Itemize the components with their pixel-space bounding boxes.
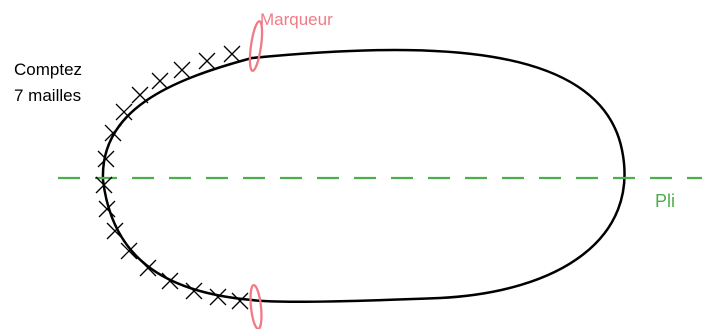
count-label-line2: 7 mailles: [14, 86, 82, 105]
stitch: [223, 45, 241, 63]
stitch: [131, 86, 149, 104]
stitch-marker-top: [248, 20, 264, 72]
stitch: [231, 292, 249, 310]
stitch: [209, 288, 227, 306]
stitch: [139, 259, 157, 277]
stitch: [98, 200, 116, 218]
stitch-marker-bottom: [249, 283, 263, 329]
stitch: [185, 282, 203, 300]
stitch: [104, 124, 122, 142]
fold-label: Pli: [655, 191, 676, 211]
stitch: [97, 150, 115, 168]
stitch-count-label: Comptez 7 mailles: [14, 57, 82, 109]
stitches-lower: [98, 200, 249, 310]
stitch: [151, 72, 169, 90]
stitch: [173, 61, 191, 79]
stitch: [161, 272, 179, 290]
stitch: [95, 176, 113, 194]
count-label-line1: Comptez: [14, 60, 83, 79]
stitch: [106, 222, 124, 240]
marker-label: Marqueur: [260, 10, 333, 29]
stitch: [120, 242, 138, 260]
stitch: [115, 103, 133, 121]
piece-outline: [101, 48, 626, 303]
stitch: [198, 52, 216, 70]
stitches-upper: [95, 45, 241, 194]
